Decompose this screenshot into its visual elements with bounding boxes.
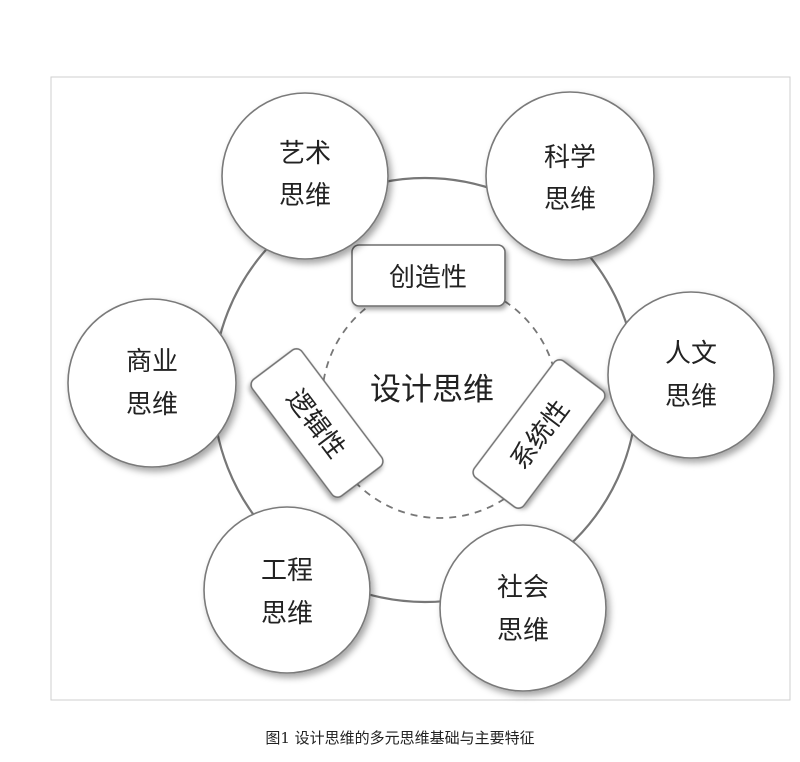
trait-logic-box xyxy=(250,348,384,498)
node-humanities-circle xyxy=(607,291,775,459)
node-business: 商业 思维 xyxy=(67,298,237,468)
node-humanities: 人文 思维 xyxy=(607,291,775,459)
node-engineering-line1: 工程 xyxy=(261,556,313,586)
node-art: 艺术 思维 xyxy=(221,92,389,260)
node-art-circle xyxy=(221,92,389,260)
center-label: 设计思维 xyxy=(370,372,494,408)
trait-systematic-box xyxy=(472,359,606,509)
node-society-circle xyxy=(439,524,607,692)
node-society-line2: 思维 xyxy=(497,616,549,646)
node-engineering-circle xyxy=(203,506,371,674)
trait-creativity-label: 创造性 xyxy=(389,263,467,293)
node-business-line1: 商业 xyxy=(126,347,178,377)
node-science: 科学 思维 xyxy=(485,91,655,261)
node-science-line2: 思维 xyxy=(544,185,596,215)
node-art-line2: 思维 xyxy=(279,181,331,211)
node-art-line1: 艺术 xyxy=(279,139,331,169)
trait-creativity-box xyxy=(351,244,506,307)
node-society: 社会 思维 xyxy=(439,524,607,692)
figure-caption: 图1 设计思维的多元思维基础与主要特征 xyxy=(265,729,535,747)
trait-creativity: 创造性 xyxy=(351,244,506,307)
node-science-line1: 科学 xyxy=(544,143,596,173)
node-business-line2: 思维 xyxy=(126,390,178,420)
node-society-line1: 社会 xyxy=(497,573,549,603)
node-engineering: 工程 思维 xyxy=(203,506,371,674)
node-business-circle xyxy=(67,298,237,468)
node-science-circle xyxy=(485,91,655,261)
node-engineering-line2: 思维 xyxy=(261,599,313,629)
node-humanities-line1: 人文 xyxy=(665,339,717,369)
node-humanities-line2: 思维 xyxy=(665,382,717,412)
